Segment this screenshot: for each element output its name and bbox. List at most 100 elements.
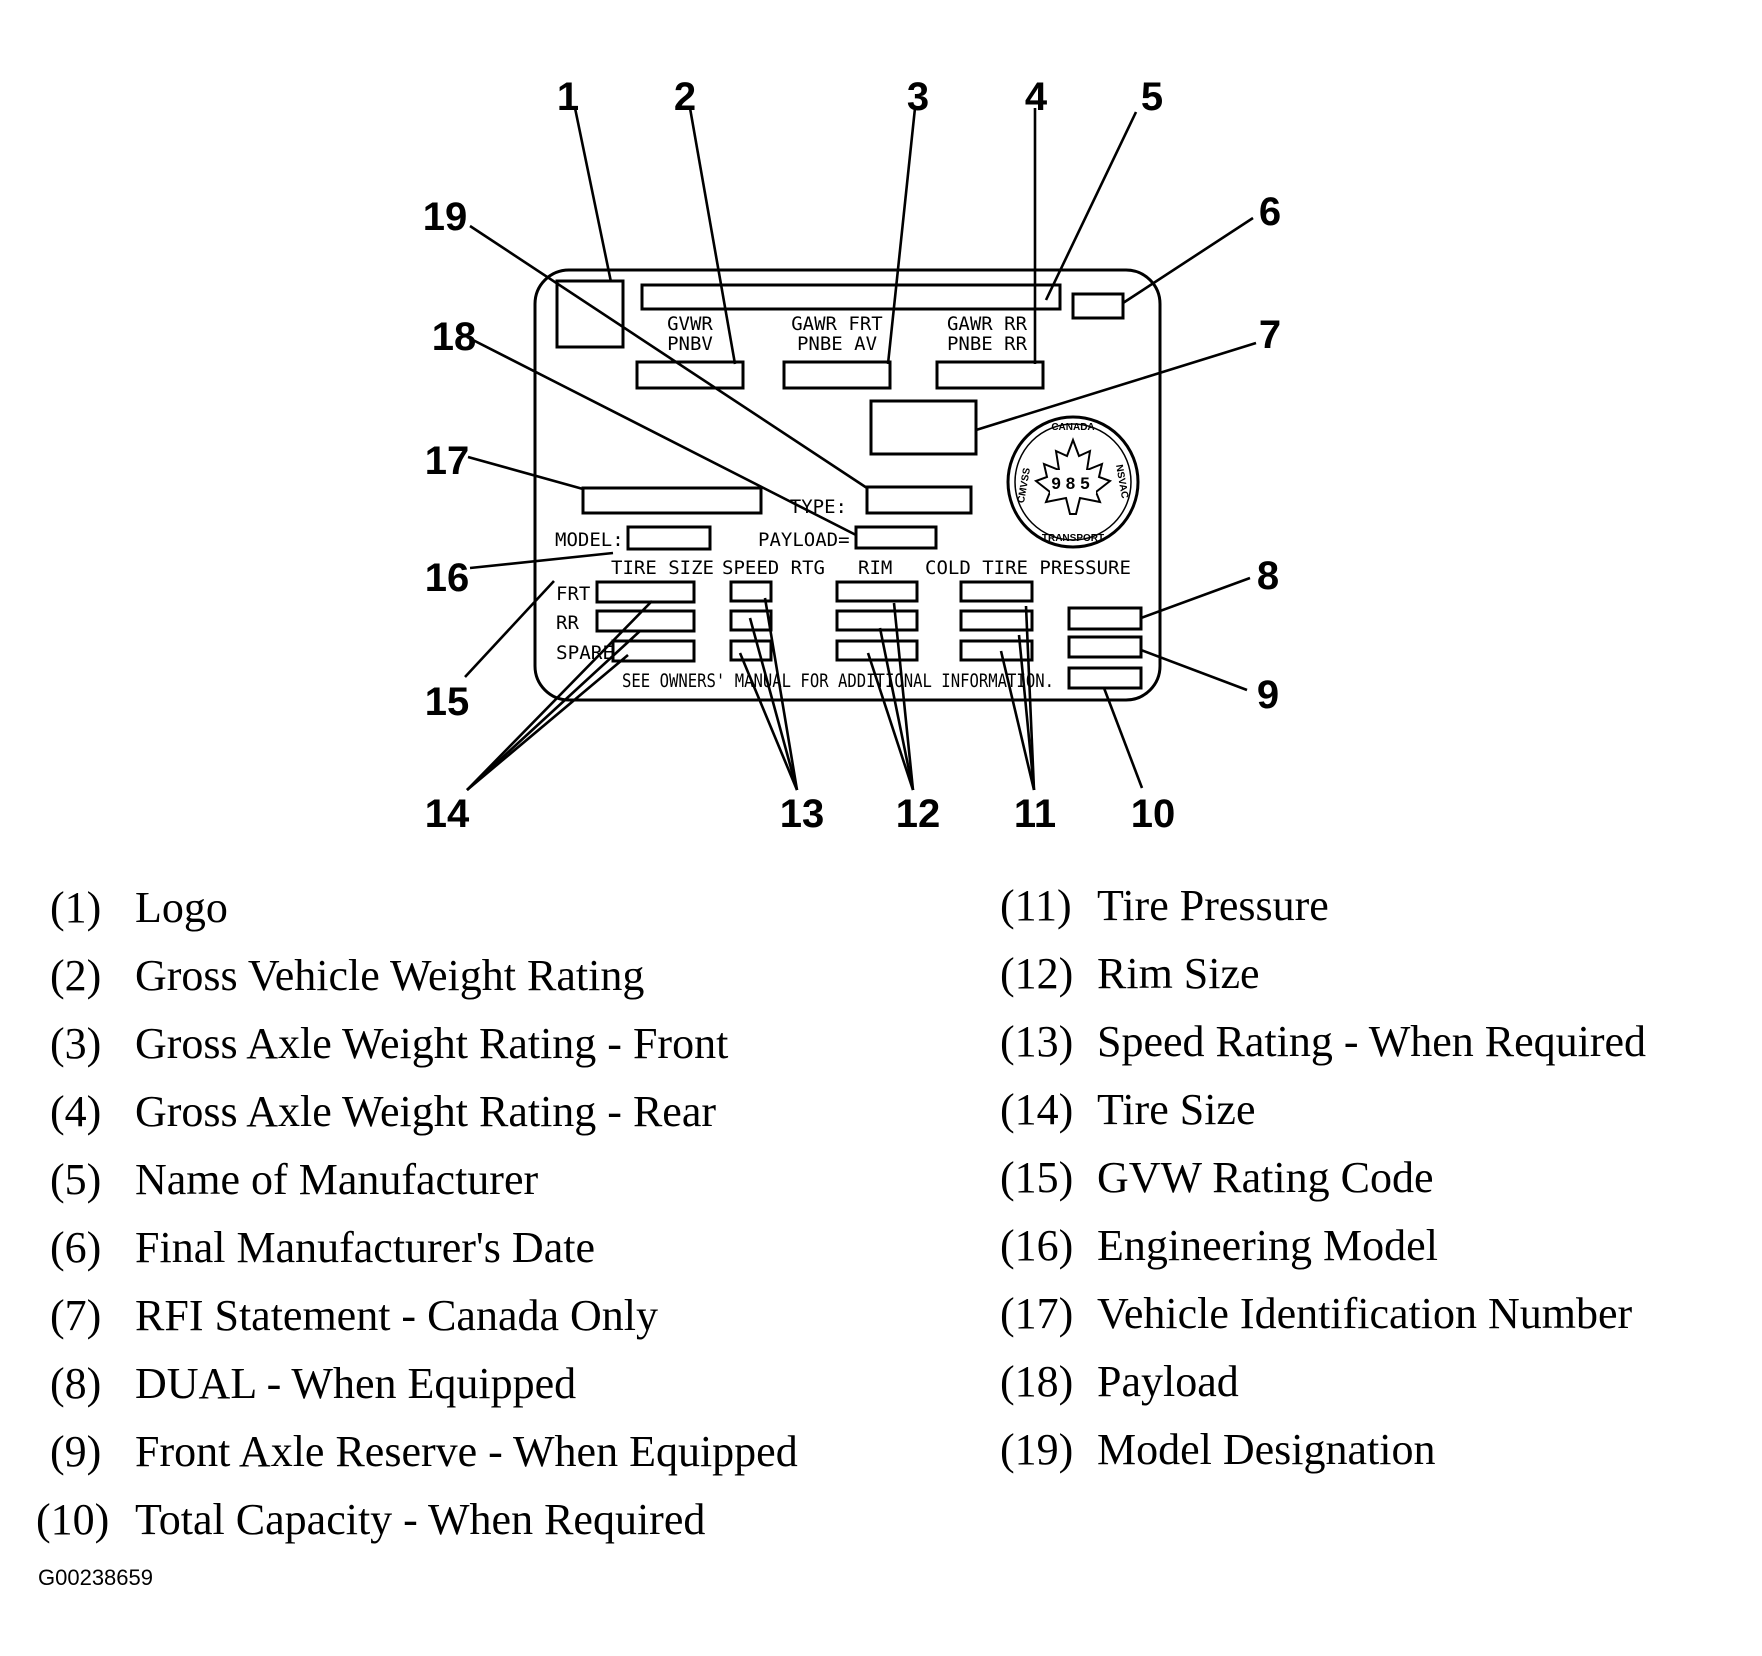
legend-number: (5): [50, 1155, 102, 1204]
legend-number: (9): [50, 1427, 102, 1476]
certification-label-diagram: GVWR PNBV GAWR FRT PNBE AV GAWR RR PNBE …: [423, 75, 1281, 836]
tire-size-rr-box: [595, 609, 696, 633]
col-tire-size: TIRE SIZE: [611, 557, 714, 579]
callout-7: 7: [1259, 313, 1281, 357]
callout-18: 18: [432, 315, 477, 359]
row-frt: FRT: [556, 583, 590, 605]
legend-number: (3): [50, 1019, 102, 1068]
legend-number: (14): [1000, 1085, 1074, 1134]
legend-text: GVW Rating Code: [1097, 1153, 1434, 1202]
payload-label: PAYLOAD=: [758, 529, 850, 551]
legend-number: (1): [50, 883, 102, 932]
footer-note: SEE OWNERS' MANUAL FOR ADDITIONAL INFORM…: [622, 670, 1054, 692]
tire-size-spare-box: [611, 639, 696, 663]
legend-number: (2): [50, 951, 102, 1000]
rim-rr-box: [835, 609, 919, 632]
pressure-frt-box: [959, 580, 1034, 603]
legend-number: (19): [1000, 1425, 1074, 1474]
callout-5: 5: [1141, 75, 1163, 119]
row-rr: RR: [556, 612, 579, 634]
callout-numbers: 1 2 3 4 5 6 7 8 9 10 11 12 13 14 15 16 1…: [423, 75, 1281, 836]
legend-number: (12): [1000, 949, 1074, 998]
col-speed-rating: SPEED RTG: [722, 557, 825, 579]
seal-bottom-text: TRANSPORT: [1042, 533, 1104, 544]
legend-number: (10): [36, 1495, 110, 1544]
vin-box: [581, 486, 763, 515]
legend-text: RFI Statement - Canada Only: [135, 1291, 659, 1340]
callout-9: 9: [1257, 673, 1279, 717]
callout-11: 11: [1014, 792, 1056, 836]
legend-number: (6): [50, 1223, 102, 1272]
speed-rating-spare-box: [729, 639, 773, 662]
gawr-rear-label-fr: PNBE RR: [947, 333, 1028, 355]
figure-id: G00238659: [38, 1565, 153, 1590]
legend-text: Gross Axle Weight Rating - Rear: [135, 1087, 717, 1136]
seal-number: 985: [1051, 474, 1094, 493]
col-rim: RIM: [858, 557, 892, 579]
legend-text: Tire Size: [1097, 1085, 1256, 1134]
legend-text: Speed Rating - When Required: [1097, 1017, 1647, 1066]
callout-13: 13: [780, 792, 825, 836]
legend-number: (13): [1000, 1017, 1074, 1066]
front-axle-reserve-box: [1067, 635, 1143, 659]
legend-text: Gross Axle Weight Rating - Front: [135, 1019, 729, 1068]
pressure-rr-box: [959, 609, 1034, 632]
legend-text: DUAL - When Equipped: [135, 1359, 577, 1408]
gvwr-label-fr: PNBV: [667, 333, 713, 355]
gawr-rear-box: [935, 360, 1045, 390]
legend-text: Rim Size: [1097, 949, 1260, 998]
gvwr-label: GVWR: [667, 313, 713, 335]
callout-8: 8: [1257, 554, 1279, 598]
callout-19: 19: [423, 195, 468, 239]
gvwr-box: [635, 360, 745, 390]
type-label: TYPE:: [790, 496, 847, 518]
legend-number: (15): [1000, 1153, 1074, 1202]
callout-3: 3: [907, 75, 929, 119]
legend-number: (8): [50, 1359, 102, 1408]
model-designation-box: [865, 485, 973, 515]
callout-10: 10: [1131, 792, 1176, 836]
callout-16: 16: [425, 556, 470, 600]
rim-frt-box: [835, 580, 919, 603]
legend-number: (4): [50, 1087, 102, 1136]
callout-2: 2: [674, 75, 696, 119]
legend-number: (16): [1000, 1221, 1074, 1270]
model-label: MODEL:: [555, 529, 624, 551]
payload-box: [854, 525, 938, 550]
legend-number: (7): [50, 1291, 102, 1340]
legend-number: (11): [1000, 881, 1072, 930]
legend-text: Model Designation: [1097, 1425, 1436, 1474]
gawr-front-label: GAWR FRT: [791, 313, 883, 335]
canada-seal: 985 CANADA TRANSPORT CMVSS NSVAC: [1006, 415, 1140, 549]
speed-rating-frt-box: [729, 580, 773, 603]
tire-size-frt-box: [595, 580, 696, 604]
callout-14: 14: [425, 792, 470, 836]
gawr-front-label-fr: PNBE AV: [797, 333, 877, 355]
legend-text: Total Capacity - When Required: [135, 1495, 706, 1544]
engineering-model-box: [626, 525, 712, 551]
legend-text: Final Manufacturer's Date: [135, 1223, 595, 1272]
rfi-statement-box: [869, 399, 978, 456]
legend-number: (17): [1000, 1289, 1074, 1338]
leader-lines: [464, 107, 1257, 791]
col-cold-tire-pressure: COLD TIRE PRESSURE: [925, 557, 1131, 579]
legend-text: Vehicle Identification Number: [1097, 1289, 1633, 1338]
callout-17: 17: [425, 439, 470, 483]
legend-text: Engineering Model: [1097, 1221, 1438, 1270]
gawr-rear-label: GAWR RR: [947, 313, 1028, 335]
callout-1: 1: [557, 75, 579, 119]
callout-15: 15: [425, 680, 470, 724]
callout-12: 12: [896, 792, 941, 836]
total-capacity-box: [1067, 666, 1143, 690]
legend-text: Tire Pressure: [1097, 881, 1329, 930]
seal-top-text: CANADA: [1051, 422, 1094, 433]
legend-text: Gross Vehicle Weight Rating: [135, 951, 645, 1000]
legend-number: (18): [1000, 1357, 1074, 1406]
manufacturer-name-box: [640, 283, 1062, 311]
legend-text: Logo: [135, 883, 228, 932]
legend-text: Name of Manufacturer: [135, 1155, 539, 1204]
pressure-spare-box: [959, 639, 1034, 662]
legend-text: Front Axle Reserve - When Equipped: [135, 1427, 798, 1476]
row-spare: SPARE: [556, 642, 614, 664]
dual-box: [1067, 606, 1143, 631]
